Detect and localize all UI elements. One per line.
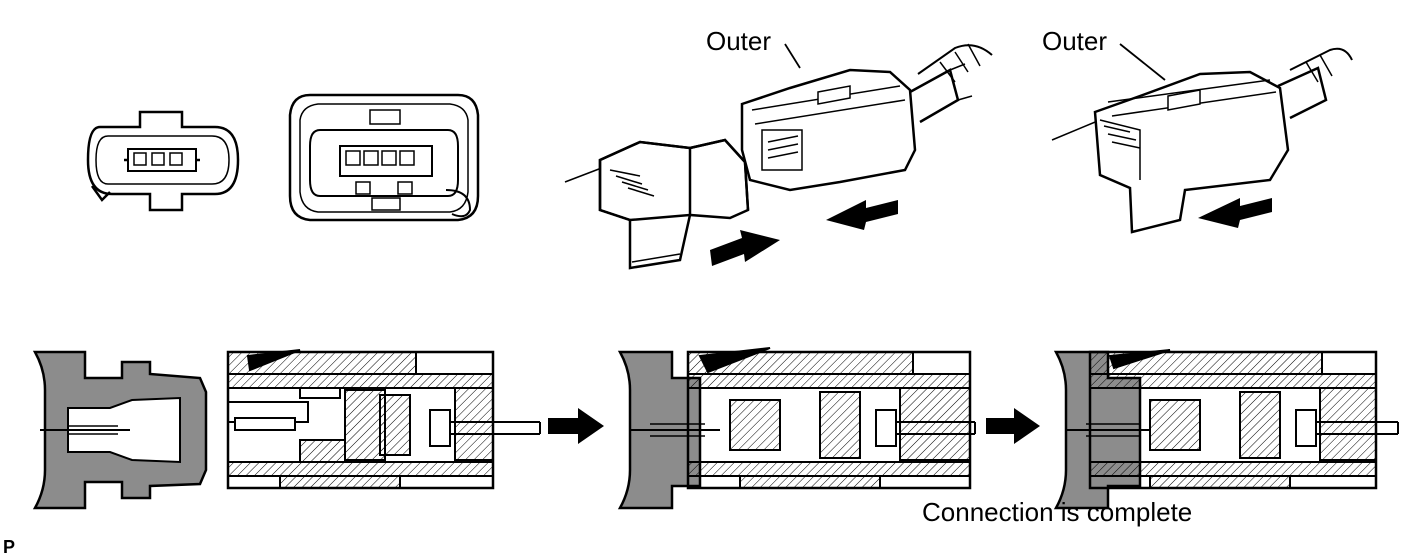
male-connector-face	[86, 110, 240, 212]
outer-leader-line	[1119, 43, 1166, 81]
arrow-left-icon	[1198, 198, 1272, 228]
outer-label: Outer	[1042, 26, 1108, 56]
female-housing-section-1	[226, 349, 541, 490]
connector-section-3	[1053, 349, 1399, 510]
arrow-left-icon	[826, 200, 898, 230]
outer-leader-line	[784, 43, 801, 69]
arrow-right-icon	[710, 230, 780, 266]
connection-complete-caption: Connection is complete	[922, 497, 1193, 527]
arrow-right-icon	[986, 408, 1040, 444]
corner-mark: P	[3, 537, 16, 557]
female-connector-perspective	[740, 43, 993, 192]
outer-label: Outer	[706, 26, 772, 56]
male-housing-section-1	[32, 350, 208, 510]
mated-connector-perspective	[1051, 47, 1353, 234]
male-connector-perspective	[564, 138, 750, 270]
connector-section-2	[617, 347, 976, 510]
arrow-right-icon	[548, 408, 604, 444]
female-connector-face	[288, 93, 480, 222]
